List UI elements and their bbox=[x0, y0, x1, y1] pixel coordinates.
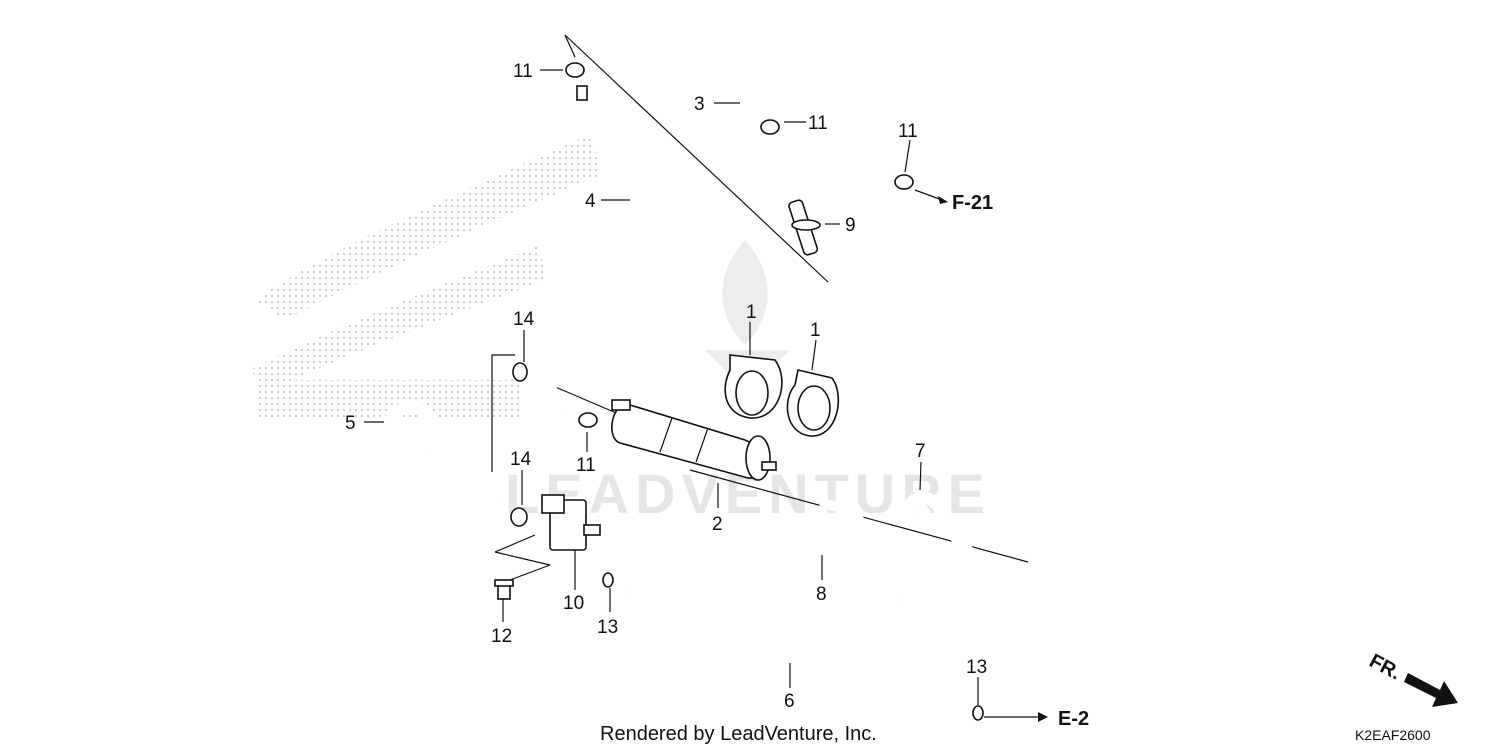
hose-5 bbox=[383, 401, 504, 507]
callout-11-top[interactable]: 11 bbox=[513, 61, 533, 82]
callout-13-right[interactable]: 13 bbox=[966, 657, 987, 678]
callout-9[interactable]: 9 bbox=[845, 215, 856, 236]
clip-14-upper bbox=[512, 362, 528, 382]
leader-lines bbox=[364, 69, 979, 705]
clip-11-far-right bbox=[894, 174, 914, 190]
callout-13-left[interactable]: 13 bbox=[597, 617, 618, 638]
canister-2 bbox=[611, 399, 777, 481]
joint-9 bbox=[788, 199, 821, 256]
ref-f21-label[interactable]: F-21 bbox=[952, 192, 993, 214]
callout-10[interactable]: 10 bbox=[563, 593, 584, 614]
clip-11-upper-right bbox=[760, 119, 780, 135]
hose-3 bbox=[735, 32, 891, 179]
front-arrow-icon bbox=[1404, 673, 1458, 707]
footer-credit: Rendered by LeadVenture, Inc. bbox=[600, 723, 877, 745]
hose-6 bbox=[625, 588, 966, 716]
callout-3[interactable]: 3 bbox=[694, 94, 705, 115]
callout-11-far-right[interactable]: 11 bbox=[898, 121, 918, 142]
callout-11-upper-right[interactable]: 11 bbox=[808, 113, 828, 134]
bolt-12 bbox=[494, 579, 514, 600]
callout-14-lower[interactable]: 14 bbox=[510, 449, 532, 470]
callout-8[interactable]: 8 bbox=[816, 584, 827, 605]
mount-band-left bbox=[724, 354, 783, 419]
ref-e2-label[interactable]: E-2 bbox=[1058, 708, 1089, 730]
callout-5[interactable]: 5 bbox=[345, 413, 356, 434]
ref-arrow-f21[interactable]: F-21 bbox=[914, 189, 993, 214]
clip-14-lower bbox=[510, 507, 528, 527]
callout-6[interactable]: 6 bbox=[784, 691, 795, 712]
callout-14-upper[interactable]: 14 bbox=[513, 309, 535, 330]
callout-1-left[interactable]: 1 bbox=[746, 302, 757, 323]
callout-4[interactable]: 4 bbox=[585, 191, 596, 212]
mount-band-right bbox=[786, 369, 840, 437]
solenoid-valve-10 bbox=[494, 494, 601, 581]
ref-arrow-e2[interactable]: E-2 bbox=[984, 708, 1089, 730]
hose-4 bbox=[543, 92, 684, 418]
clip-11-top bbox=[565, 62, 588, 101]
hose-8 bbox=[793, 498, 903, 605]
clip-13-left bbox=[602, 572, 614, 588]
diagram-code: K2EAF2600 bbox=[1355, 727, 1431, 743]
fr-label: FR. bbox=[1366, 650, 1405, 685]
clip-13-right bbox=[972, 705, 984, 721]
callout-1-right[interactable]: 1 bbox=[810, 320, 821, 341]
callout-2[interactable]: 2 bbox=[712, 514, 723, 535]
callout-12[interactable]: 12 bbox=[491, 626, 512, 647]
clip-11-middle bbox=[578, 412, 598, 428]
background-wing-logo bbox=[250, 130, 600, 418]
callout-7[interactable]: 7 bbox=[915, 441, 926, 462]
front-direction-indicator: FR. bbox=[1366, 650, 1458, 707]
hose-7 bbox=[899, 491, 1079, 587]
callout-11-middle[interactable]: 11 bbox=[576, 455, 596, 476]
